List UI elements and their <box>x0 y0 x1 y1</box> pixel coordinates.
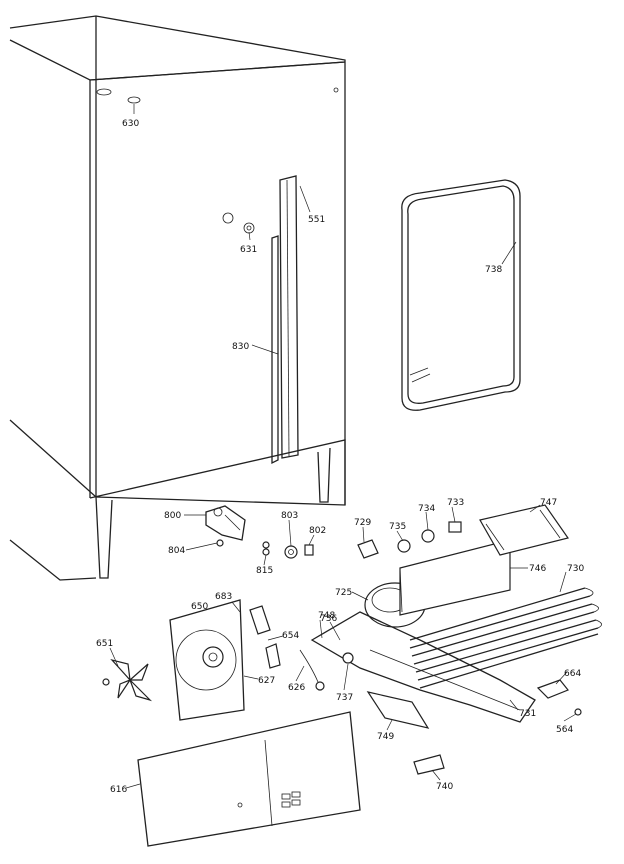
label-740: 740 <box>436 782 453 792</box>
label-749: 749 <box>377 732 394 742</box>
label-730: 730 <box>567 564 584 574</box>
label-738: 738 <box>485 265 502 275</box>
part-labels: 630 551 631 830 738 800 803 802 804 815 … <box>96 119 584 795</box>
label-815: 815 <box>256 566 273 576</box>
label-616: 616 <box>110 785 127 795</box>
leader-lines <box>109 104 577 789</box>
back-panel <box>137 711 361 847</box>
label-733: 733 <box>447 498 464 508</box>
base-pan <box>310 611 536 723</box>
fan-blade <box>102 658 153 702</box>
door-gasket <box>401 179 521 411</box>
label-627: 627 <box>258 676 275 686</box>
label-654: 654 <box>282 631 299 641</box>
label-803: 803 <box>281 511 298 521</box>
label-731: 731 <box>519 709 536 719</box>
cabinet <box>9 15 346 581</box>
clip-740 <box>413 754 445 775</box>
small-parts <box>216 539 314 559</box>
clip-664 <box>536 679 582 716</box>
fan-shroud <box>169 599 245 721</box>
fan-motor <box>202 646 224 668</box>
bracket <box>205 505 246 541</box>
label-800: 800 <box>164 511 181 521</box>
label-737: 737 <box>336 693 353 703</box>
label-725: 725 <box>335 588 352 598</box>
label-564: 564 <box>556 725 573 735</box>
label-734: 734 <box>418 504 435 514</box>
label-683: 683 <box>215 592 232 602</box>
condenser-coil <box>409 587 602 689</box>
panel-746 <box>399 539 511 616</box>
label-650: 650 <box>191 602 208 612</box>
label-736: 736 <box>320 614 337 624</box>
label-747: 747 <box>540 498 557 508</box>
relay-parts <box>357 521 462 559</box>
label-746: 746 <box>529 564 546 574</box>
label-631: 631 <box>240 245 257 255</box>
label-551: 551 <box>308 215 325 225</box>
label-630: 630 <box>122 119 139 129</box>
label-729: 729 <box>354 518 371 528</box>
label-626: 626 <box>288 683 305 693</box>
label-804: 804 <box>168 546 185 556</box>
label-651: 651 <box>96 639 113 649</box>
label-748: 748 <box>318 611 335 621</box>
label-735: 735 <box>389 522 406 532</box>
plate-749 <box>366 691 430 729</box>
tray-747 <box>479 504 569 556</box>
bracket-654 <box>249 605 325 691</box>
label-664: 664 <box>564 669 581 679</box>
label-802: 802 <box>309 526 326 536</box>
label-830: 830 <box>232 342 249 352</box>
